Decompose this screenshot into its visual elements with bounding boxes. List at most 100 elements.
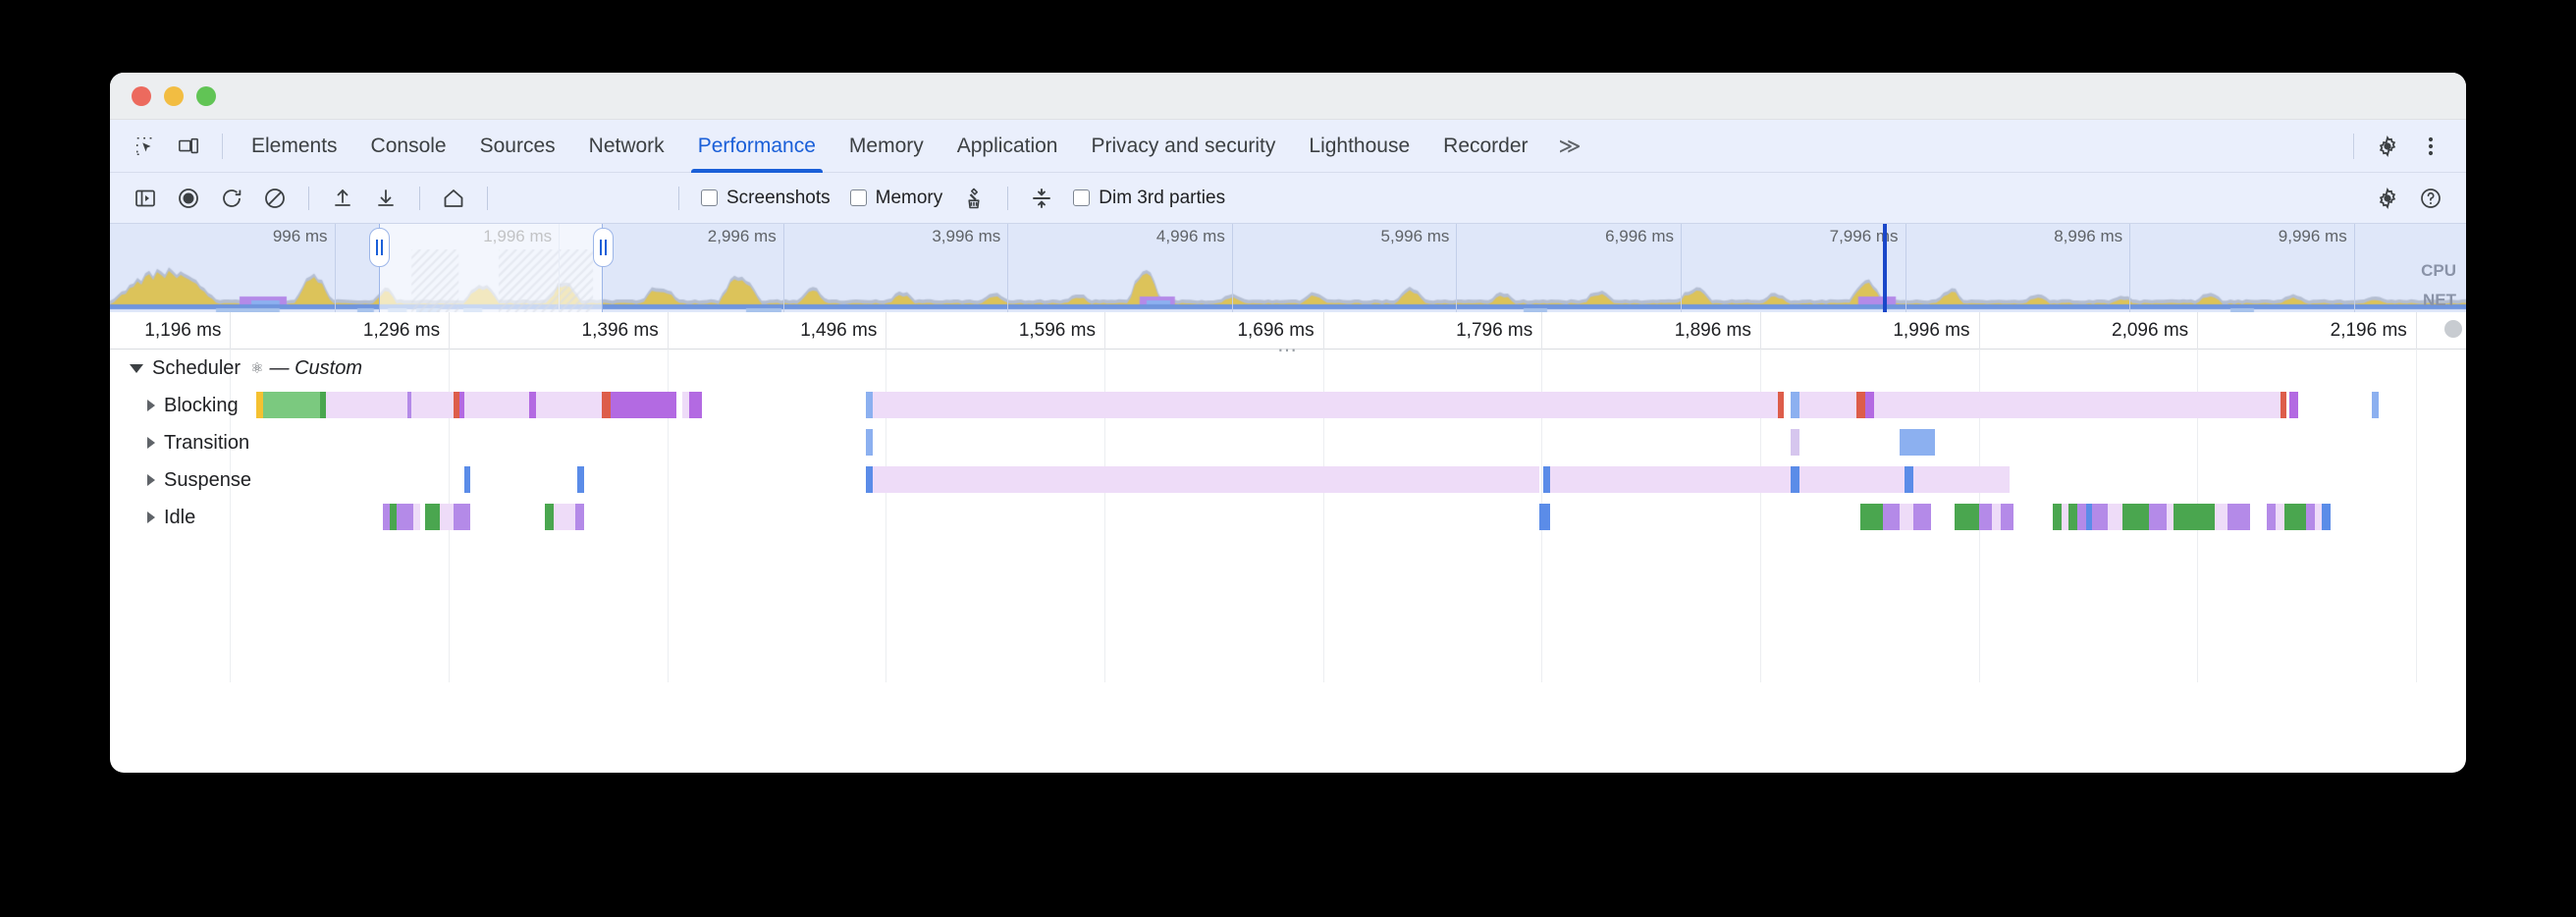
flame-segment[interactable] <box>1791 392 1799 418</box>
flame-segment[interactable] <box>389 504 397 530</box>
flame-segment[interactable] <box>2053 504 2063 530</box>
flame-segment[interactable] <box>866 466 873 493</box>
collapse-tracks-icon[interactable] <box>1022 182 1061 215</box>
flame-segment[interactable] <box>396 504 414 530</box>
flame-segment[interactable] <box>536 392 602 418</box>
flame-segment[interactable] <box>1855 392 1865 418</box>
flame-segment[interactable] <box>2067 504 2077 530</box>
flame-segment[interactable] <box>453 392 460 418</box>
flame-segment[interactable] <box>411 392 454 418</box>
flame-segment[interactable] <box>872 392 1778 418</box>
tab-elements[interactable]: Elements <box>251 134 338 157</box>
flame-segment[interactable] <box>1873 392 2281 418</box>
flame-segment[interactable] <box>1991 504 2001 530</box>
flame-segment[interactable] <box>2315 504 2323 530</box>
chevron-down-icon[interactable] <box>130 363 143 373</box>
flame-segment[interactable] <box>1777 392 1785 418</box>
flame-segment[interactable] <box>424 504 441 530</box>
tab-application[interactable]: Application <box>956 134 1058 157</box>
gear-icon-perf[interactable] <box>2368 182 2407 215</box>
track-label-blocking[interactable]: Blocking <box>110 387 239 424</box>
flame-segment[interactable] <box>601 392 611 418</box>
flame-segment[interactable] <box>1900 504 1913 530</box>
tab-sources[interactable]: Sources <box>479 134 556 157</box>
memory-checkbox-box[interactable] <box>849 189 867 206</box>
dim-3rd-parties-checkbox[interactable]: Dim 3rd parties <box>1073 188 1225 209</box>
timeline-scroll-thumb[interactable] <box>2444 320 2462 338</box>
flame-segment[interactable] <box>256 392 263 418</box>
home-icon[interactable] <box>434 182 473 215</box>
tab-recorder[interactable]: Recorder <box>1443 134 1529 157</box>
flame-segment[interactable] <box>1900 429 1935 456</box>
track-label-idle[interactable]: Idle <box>110 499 195 536</box>
maximize-window-button[interactable] <box>196 85 216 106</box>
flame-segment[interactable] <box>2288 392 2298 418</box>
flame-segment[interactable] <box>2267 504 2277 530</box>
chevron-right-icon[interactable] <box>147 437 155 449</box>
flame-segment[interactable] <box>2076 504 2086 530</box>
track-group-scheduler[interactable]: Scheduler⚛— Custom <box>110 350 2466 387</box>
inspect-element-icon[interactable] <box>127 130 164 163</box>
flame-segment[interactable] <box>2276 504 2285 530</box>
pane-resizer-handle[interactable]: ⋯ <box>1277 340 1299 361</box>
flame-segment[interactable] <box>1904 466 1913 493</box>
flame-segment[interactable] <box>326 392 407 418</box>
chevron-right-icon[interactable] <box>147 474 155 486</box>
flame-segment[interactable] <box>575 504 585 530</box>
flame-segment[interactable] <box>1543 466 1551 493</box>
track-row-transition[interactable]: Transition <box>110 424 2466 461</box>
overview-selection-window[interactable] <box>379 224 603 312</box>
flame-segment[interactable] <box>866 429 873 456</box>
flame-segment[interactable] <box>1791 466 1799 493</box>
flame-segment[interactable] <box>2227 504 2250 530</box>
tab-console[interactable]: Console <box>370 134 447 157</box>
tab-lighthouse[interactable]: Lighthouse <box>1309 134 1411 157</box>
flame-segment[interactable] <box>2173 504 2215 530</box>
flame-segment[interactable] <box>2000 504 2014 530</box>
flame-segment[interactable] <box>553 504 576 530</box>
flame-segment[interactable] <box>872 466 1540 493</box>
flame-segment[interactable] <box>610 392 619 418</box>
flame-segment[interactable] <box>1882 504 1901 530</box>
flame-segment[interactable] <box>688 392 703 418</box>
track-row-blocking[interactable]: Blocking <box>110 387 2466 424</box>
flame-segment[interactable] <box>262 392 320 418</box>
flame-segment[interactable] <box>1550 466 2010 493</box>
gear-icon[interactable] <box>2369 130 2406 163</box>
flame-segment[interactable] <box>2284 504 2307 530</box>
timeline-overview[interactable]: 996 ms1,996 ms2,996 ms3,996 ms4,996 ms5,… <box>110 224 2466 312</box>
flame-segment[interactable] <box>2214 504 2228 530</box>
flame-segment[interactable] <box>383 504 390 530</box>
flame-segment[interactable] <box>1912 504 1931 530</box>
flame-segment[interactable] <box>529 392 537 418</box>
record-icon[interactable] <box>169 182 208 215</box>
flame-segment[interactable] <box>1798 392 1856 418</box>
more-tabs-icon[interactable]: ≫ <box>1558 133 1582 158</box>
flame-segment[interactable] <box>2085 504 2093 530</box>
flame-segment[interactable] <box>413 504 421 530</box>
flame-segment[interactable] <box>618 392 676 418</box>
overview-playhead[interactable] <box>1882 224 1887 312</box>
flame-segment[interactable] <box>440 504 454 530</box>
flame-segment[interactable] <box>2092 504 2108 530</box>
screenshots-checkbox-box[interactable] <box>701 189 718 206</box>
flame-segment[interactable] <box>2166 504 2174 530</box>
flame-segment[interactable] <box>2372 392 2379 418</box>
kebab-menu-icon[interactable] <box>2412 130 2449 163</box>
flame-segment[interactable] <box>463 392 530 418</box>
help-icon[interactable] <box>2411 182 2450 215</box>
tab-privacy-and-security[interactable]: Privacy and security <box>1091 134 1276 157</box>
flame-segment[interactable] <box>2122 504 2150 530</box>
close-window-button[interactable] <box>132 85 151 106</box>
flame-segment[interactable] <box>577 466 585 493</box>
flame-segment[interactable] <box>1978 504 1992 530</box>
flame-segment[interactable] <box>1791 429 1799 456</box>
flame-segment[interactable] <box>1864 392 1874 418</box>
flame-segment[interactable] <box>1955 504 1979 530</box>
flame-segment[interactable] <box>459 392 464 418</box>
device-toolbar-icon[interactable] <box>170 130 207 163</box>
toggle-sidebar-icon[interactable] <box>126 182 165 215</box>
track-row-idle[interactable]: Idle <box>110 499 2466 536</box>
